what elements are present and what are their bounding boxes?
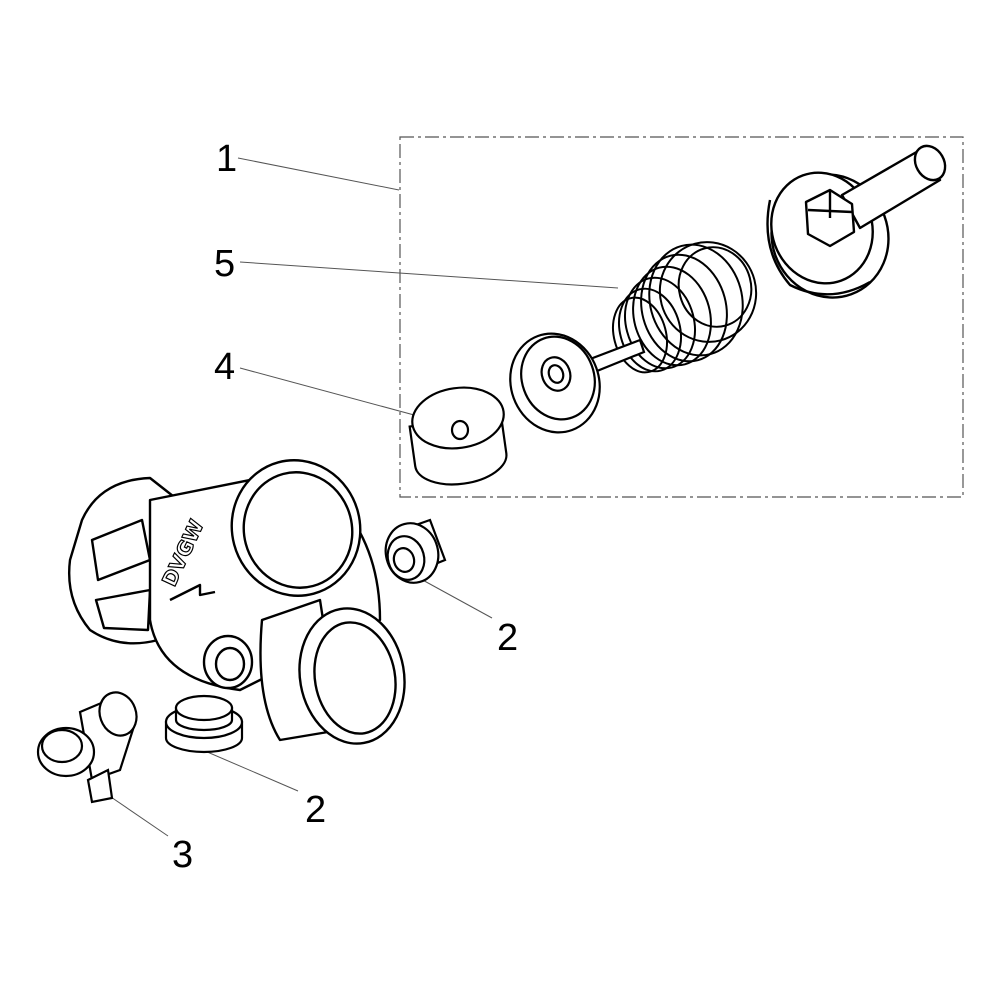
bonnet-assembly <box>766 144 947 299</box>
spring <box>612 241 758 374</box>
valve-body <box>68 459 406 745</box>
callout-2-plug-right: 2 <box>497 617 519 659</box>
leader-line-2-bottom <box>197 747 299 792</box>
callout-1-kit: 1 <box>216 138 238 180</box>
leader-line-4 <box>239 367 441 423</box>
disc-4-hole <box>450 419 470 441</box>
disc-4 <box>408 386 508 486</box>
plug-2-bottom <box>164 694 244 754</box>
leader-line-1 <box>237 157 400 191</box>
drain-valve <box>36 691 138 804</box>
leader-line-3 <box>107 794 169 837</box>
leader-line-5 <box>239 261 619 289</box>
bonnet-port-inner <box>242 471 354 589</box>
callout-2-plug-bottom: 2 <box>305 789 327 831</box>
callout-5-spring: 5 <box>214 243 236 285</box>
callout-4-disc: 4 <box>214 346 236 388</box>
kit-boundary-box <box>399 136 964 498</box>
callout-3-drain-valve: 3 <box>172 834 194 876</box>
disc-4-face <box>411 386 505 450</box>
flow-arrow <box>169 583 216 602</box>
valve-disc-rod <box>509 332 646 434</box>
outlet-inner <box>313 621 397 735</box>
bonnet-cap-rim <box>766 199 871 296</box>
plug-2-right <box>384 518 447 584</box>
leader-lines <box>107 157 619 837</box>
stem-end <box>913 144 947 182</box>
